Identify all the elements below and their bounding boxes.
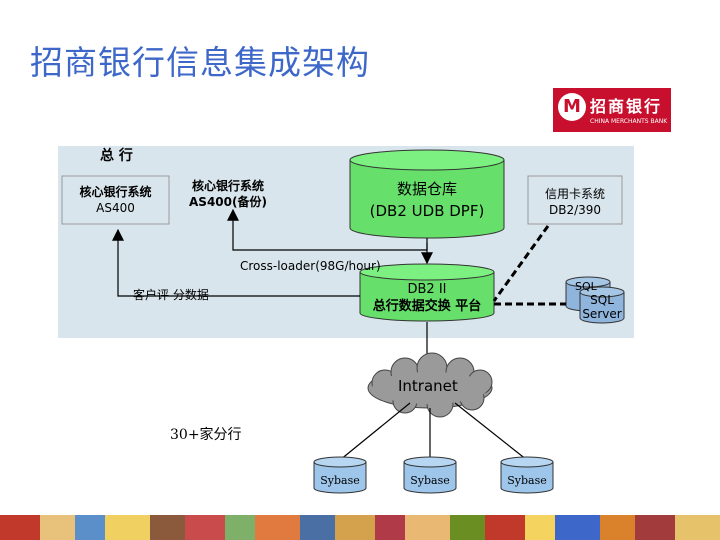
- exchange-platform-line2: 总行数据交换 平台: [372, 299, 482, 314]
- exchange-platform-cylinder: [359, 263, 495, 322]
- cmb-logo-mark-icon: M: [558, 93, 586, 121]
- hq-label: 总 行: [100, 148, 133, 164]
- core-backup-line1: 核心银行系统: [191, 179, 264, 193]
- sql-front-label: SQL Server: [580, 293, 624, 321]
- sybase-cylinder-2: [403, 456, 457, 494]
- sybase-cylinder-3: [500, 456, 554, 494]
- customer-score-label: 客户评 分数据: [133, 288, 209, 302]
- page-title: 招商银行信息集成架构: [30, 43, 370, 82]
- core-system-label: 核心银行系统 AS400: [62, 184, 169, 216]
- data-warehouse-cylinder: [349, 149, 505, 239]
- logo-name-cn: 招商银行: [590, 97, 663, 116]
- cmb-logo: M 招商银行 CHINA MERCHANTS BANK: [553, 88, 671, 132]
- sql-front-line1: SQL: [590, 293, 614, 307]
- branches-count-label: 30+家分行: [170, 427, 242, 443]
- credit-card-box: [527, 175, 623, 225]
- data-warehouse-line1: 数据仓库: [396, 180, 457, 198]
- score-connector: [112, 228, 360, 297]
- data-warehouse-line2: (DB2 UDB DPF): [369, 202, 485, 220]
- credit-card-line1: 信用卡系统: [544, 187, 605, 201]
- core-system-line1: 核心银行系统: [79, 185, 152, 199]
- exchange-platform-line1: DB2 II: [407, 282, 447, 297]
- branch-link-right: [454, 402, 528, 461]
- core-backup-label: 核心银行系统 AS400(备份): [178, 178, 278, 210]
- core-system-line2: AS400: [96, 201, 135, 215]
- sybase-label-1: Sybase: [320, 474, 360, 487]
- logo-name-en: CHINA MERCHANTS BANK: [590, 118, 668, 125]
- decorative-bottom-strip: [0, 515, 720, 540]
- intranet-cloud-icon: [367, 352, 493, 418]
- sybase-label-3: Sybase: [507, 474, 547, 487]
- sql-back-label: SQL: [575, 280, 597, 293]
- core-system-box: [61, 175, 170, 225]
- intranet-label: Intranet: [398, 377, 458, 395]
- credit-card-dashed-link: [492, 225, 550, 302]
- credit-card-line2: DB2/390: [548, 203, 602, 217]
- credit-card-label: 信用卡系统 DB2/390: [528, 186, 622, 218]
- exchange-platform-label: DB2 II 总行数据交换 平台: [360, 281, 494, 315]
- core-backup-line2: AS400(备份): [189, 195, 267, 209]
- loader-label: Cross-loader(98G/hour): [240, 259, 381, 273]
- sybase-label-2: Sybase: [410, 474, 450, 487]
- sybase-cylinder-1: [313, 456, 367, 494]
- sql-server-front-cylinder: [579, 286, 625, 324]
- sql-front-line2: Server: [582, 307, 622, 321]
- branch-link-left: [339, 402, 411, 461]
- data-warehouse-label: 数据仓库 (DB2 UDB DPF): [350, 178, 504, 222]
